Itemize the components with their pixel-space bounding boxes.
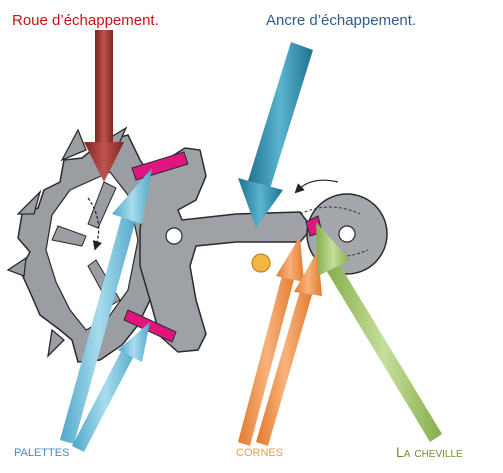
guard-pin [251, 253, 271, 273]
entry-pallet [131, 151, 189, 181]
arrow-palettes-upper [60, 168, 152, 444]
exit-pallet [123, 309, 177, 343]
anchor-body [139, 147, 313, 353]
roller-rotation-arrow [294, 179, 339, 194]
escape-anchor [123, 147, 313, 353]
label-cheville: La cheville [396, 444, 463, 460]
arrow-cheville [316, 222, 442, 442]
arrow-roue [84, 30, 124, 182]
anchor-pivot-hole [165, 227, 183, 245]
wheel-rotation-arrow [87, 197, 102, 251]
arrow-palettes-lower [72, 322, 150, 452]
label-roue: Roue d’échappement. [12, 12, 159, 29]
wheel-spoke [51, 225, 87, 247]
arrow-cornes-right [256, 250, 322, 446]
arrow-cornes-left [238, 236, 304, 446]
label-cornes: CORNES [236, 447, 284, 459]
wheel-spoke [87, 181, 117, 229]
wheel-tooth [6, 256, 27, 277]
roller-center-hole [338, 225, 356, 243]
label-palettes: PALETTES [14, 447, 70, 459]
roller-dashed-path [299, 206, 369, 257]
wheel-tooth [16, 189, 42, 215]
label-ancre: Ancre d’échappement. [266, 12, 417, 29]
wheel-tooth [47, 328, 65, 358]
arrow-ancre [238, 42, 313, 228]
wheel-tooth [60, 128, 87, 162]
